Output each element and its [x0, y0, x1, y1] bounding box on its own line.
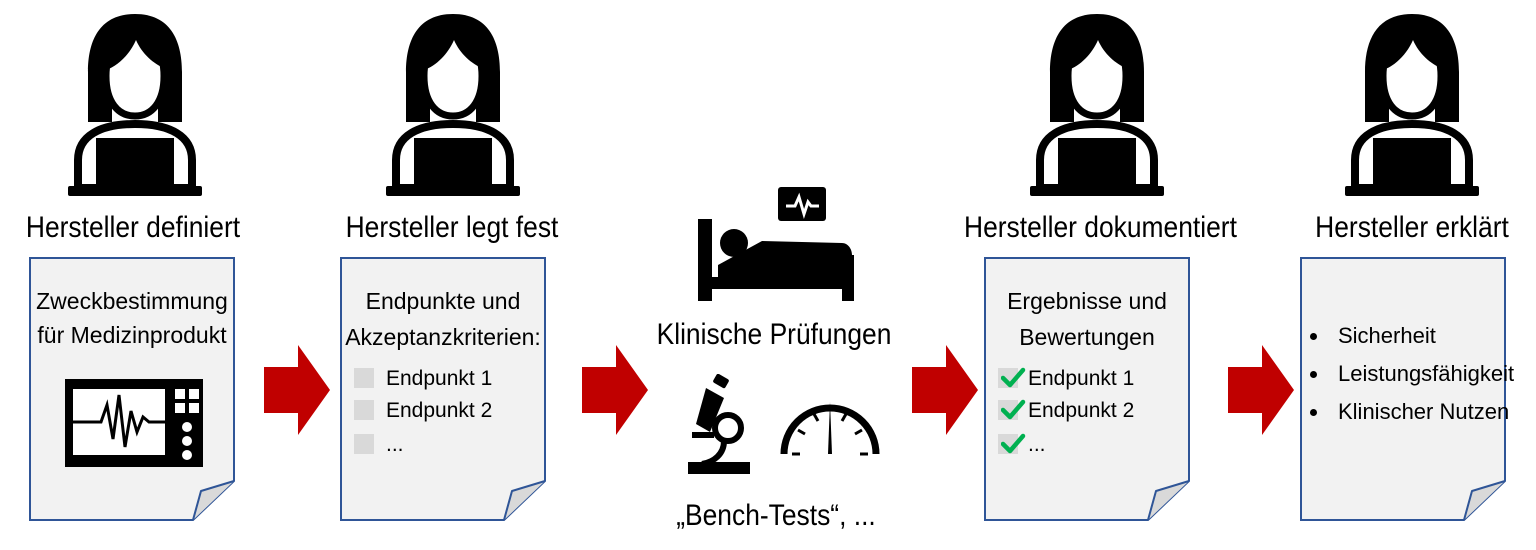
- checklist-item-label: Endpunkt 2: [386, 399, 493, 422]
- document-title-line: Ergebnisse und: [1007, 288, 1167, 314]
- document-title-line: Endpunkte und: [365, 288, 521, 314]
- microscope-icon: [688, 374, 750, 474]
- checklist-item-label: Endpunkt 1: [386, 367, 493, 390]
- document-zweckbestimmung: Zweckbestimmung für Medizinprodukt: [29, 257, 235, 521]
- document-title-line: für Medizinprodukt: [37, 322, 227, 348]
- checkbox: [354, 434, 374, 454]
- checklist-item: Endpunkt 2: [354, 397, 544, 427]
- checklist-item: Endpunkt 2: [998, 397, 1188, 427]
- document-title-line: Akzeptanzkriterien:: [345, 324, 541, 350]
- person-laptop-icon: [1022, 10, 1172, 200]
- step-heading: Hersteller erklärt: [1315, 211, 1509, 244]
- checklist-item-label: ...: [1028, 433, 1046, 456]
- arrow-right-icon: [582, 345, 648, 435]
- checkbox: [354, 400, 374, 420]
- bench-tests-label: „Bench-Tests“, ...: [676, 499, 876, 532]
- hospital-bed-icon: [698, 187, 854, 301]
- document-endpunkte: Endpunkte und Akzeptanzkriterien: Endpun…: [340, 257, 546, 521]
- person-laptop-icon: [60, 10, 210, 200]
- person-laptop-icon: [378, 10, 528, 200]
- document-ergebnisse: Ergebnisse und Bewertungen Endpunkt 1 En…: [984, 257, 1190, 521]
- checklist-item-label: Endpunkt 1: [1028, 367, 1135, 390]
- checklist-item: ...: [354, 431, 544, 461]
- medical-monitor-icon: [65, 379, 203, 467]
- checkbox: [354, 368, 374, 388]
- person-laptop-icon: [1337, 10, 1487, 200]
- document-erklaerung: Sicherheit Leistungsfähigkeit Klinischer…: [1300, 257, 1514, 521]
- step-heading: Hersteller dokumentiert: [964, 211, 1237, 244]
- checklist-item-label: ...: [386, 433, 404, 456]
- step-heading: Hersteller legt fest: [345, 211, 559, 244]
- outcome-item: Sicherheit: [1330, 317, 1514, 355]
- document-title-line: Bewertungen: [1019, 324, 1155, 350]
- checklist-item: Endpunkt 1: [998, 365, 1188, 395]
- step-heading: Hersteller definiert: [25, 211, 241, 244]
- checklist-item: ...: [998, 431, 1188, 461]
- checklist-item-label: Endpunkt 2: [1028, 399, 1135, 422]
- checklist-item: Endpunkt 1: [354, 365, 544, 395]
- gauge-icon: [780, 402, 880, 456]
- outcome-item: Leistungsfähigkeit: [1330, 355, 1514, 393]
- outcome-list: Sicherheit Leistungsfähigkeit Klinischer…: [1312, 317, 1514, 431]
- checkmark-icon: [1001, 433, 1027, 455]
- outcome-item: Klinischer Nutzen: [1330, 393, 1514, 431]
- checkmark-icon: [1001, 367, 1027, 389]
- document-title-line: Zweckbestimmung: [36, 288, 228, 314]
- checkmark-icon: [1001, 399, 1027, 421]
- arrow-right-icon: [264, 345, 330, 435]
- clinical-trials-label: Klinische Prüfungen: [656, 318, 892, 351]
- arrow-right-icon: [1228, 345, 1294, 435]
- arrow-right-icon: [912, 345, 978, 435]
